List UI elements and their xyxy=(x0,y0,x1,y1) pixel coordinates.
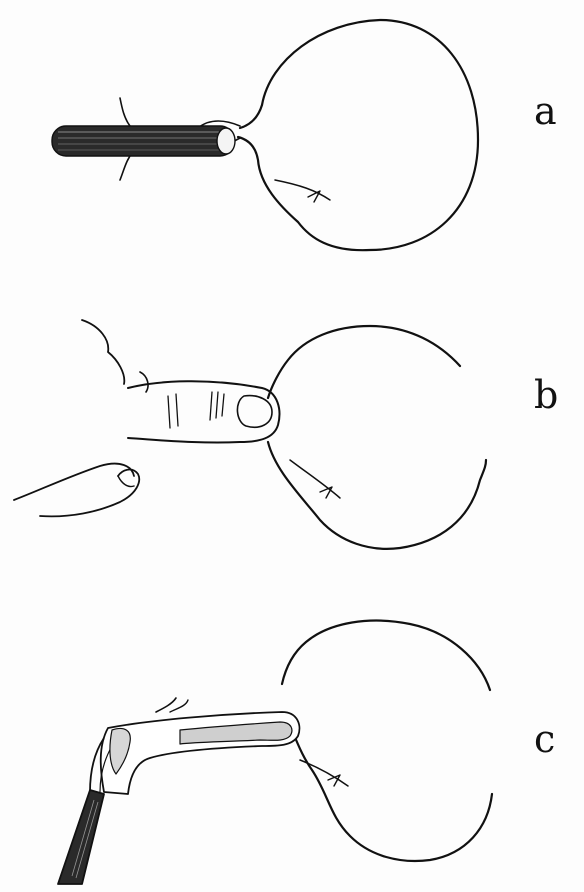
panel-c-drawing xyxy=(0,580,584,892)
fingernail xyxy=(237,396,272,428)
finger xyxy=(128,381,279,442)
panel-a: a xyxy=(0,0,584,280)
crease-5 xyxy=(222,394,224,416)
panel-c: c xyxy=(0,580,584,892)
panel-b: b xyxy=(0,280,584,580)
crease-3 xyxy=(210,392,212,420)
inner-fold xyxy=(275,180,330,200)
panel-label-c: c xyxy=(534,720,555,758)
sphere-outline xyxy=(268,326,460,398)
panel-label-b: b xyxy=(534,376,558,414)
sphere-outline-lower xyxy=(292,730,492,861)
crease-4 xyxy=(216,392,218,418)
panel-label-a: a xyxy=(534,92,557,130)
hand-bottom xyxy=(14,464,134,500)
crease-1 xyxy=(168,396,170,428)
panel-b-drawing xyxy=(0,280,584,580)
thumb-nail xyxy=(118,476,134,487)
sphere-outline xyxy=(238,20,478,250)
sphere-outline xyxy=(282,621,490,690)
spatula-tool xyxy=(58,712,299,884)
tie-top xyxy=(120,98,130,126)
hand-knuckle xyxy=(140,372,148,392)
crease-2 xyxy=(176,394,178,426)
inner-mark xyxy=(320,487,332,498)
inner-mark xyxy=(308,191,320,202)
thumb xyxy=(40,470,139,517)
panel-a-drawing xyxy=(0,0,584,280)
rod xyxy=(52,126,235,156)
sphere-outline-lower xyxy=(268,442,486,549)
hand-top xyxy=(82,320,124,384)
